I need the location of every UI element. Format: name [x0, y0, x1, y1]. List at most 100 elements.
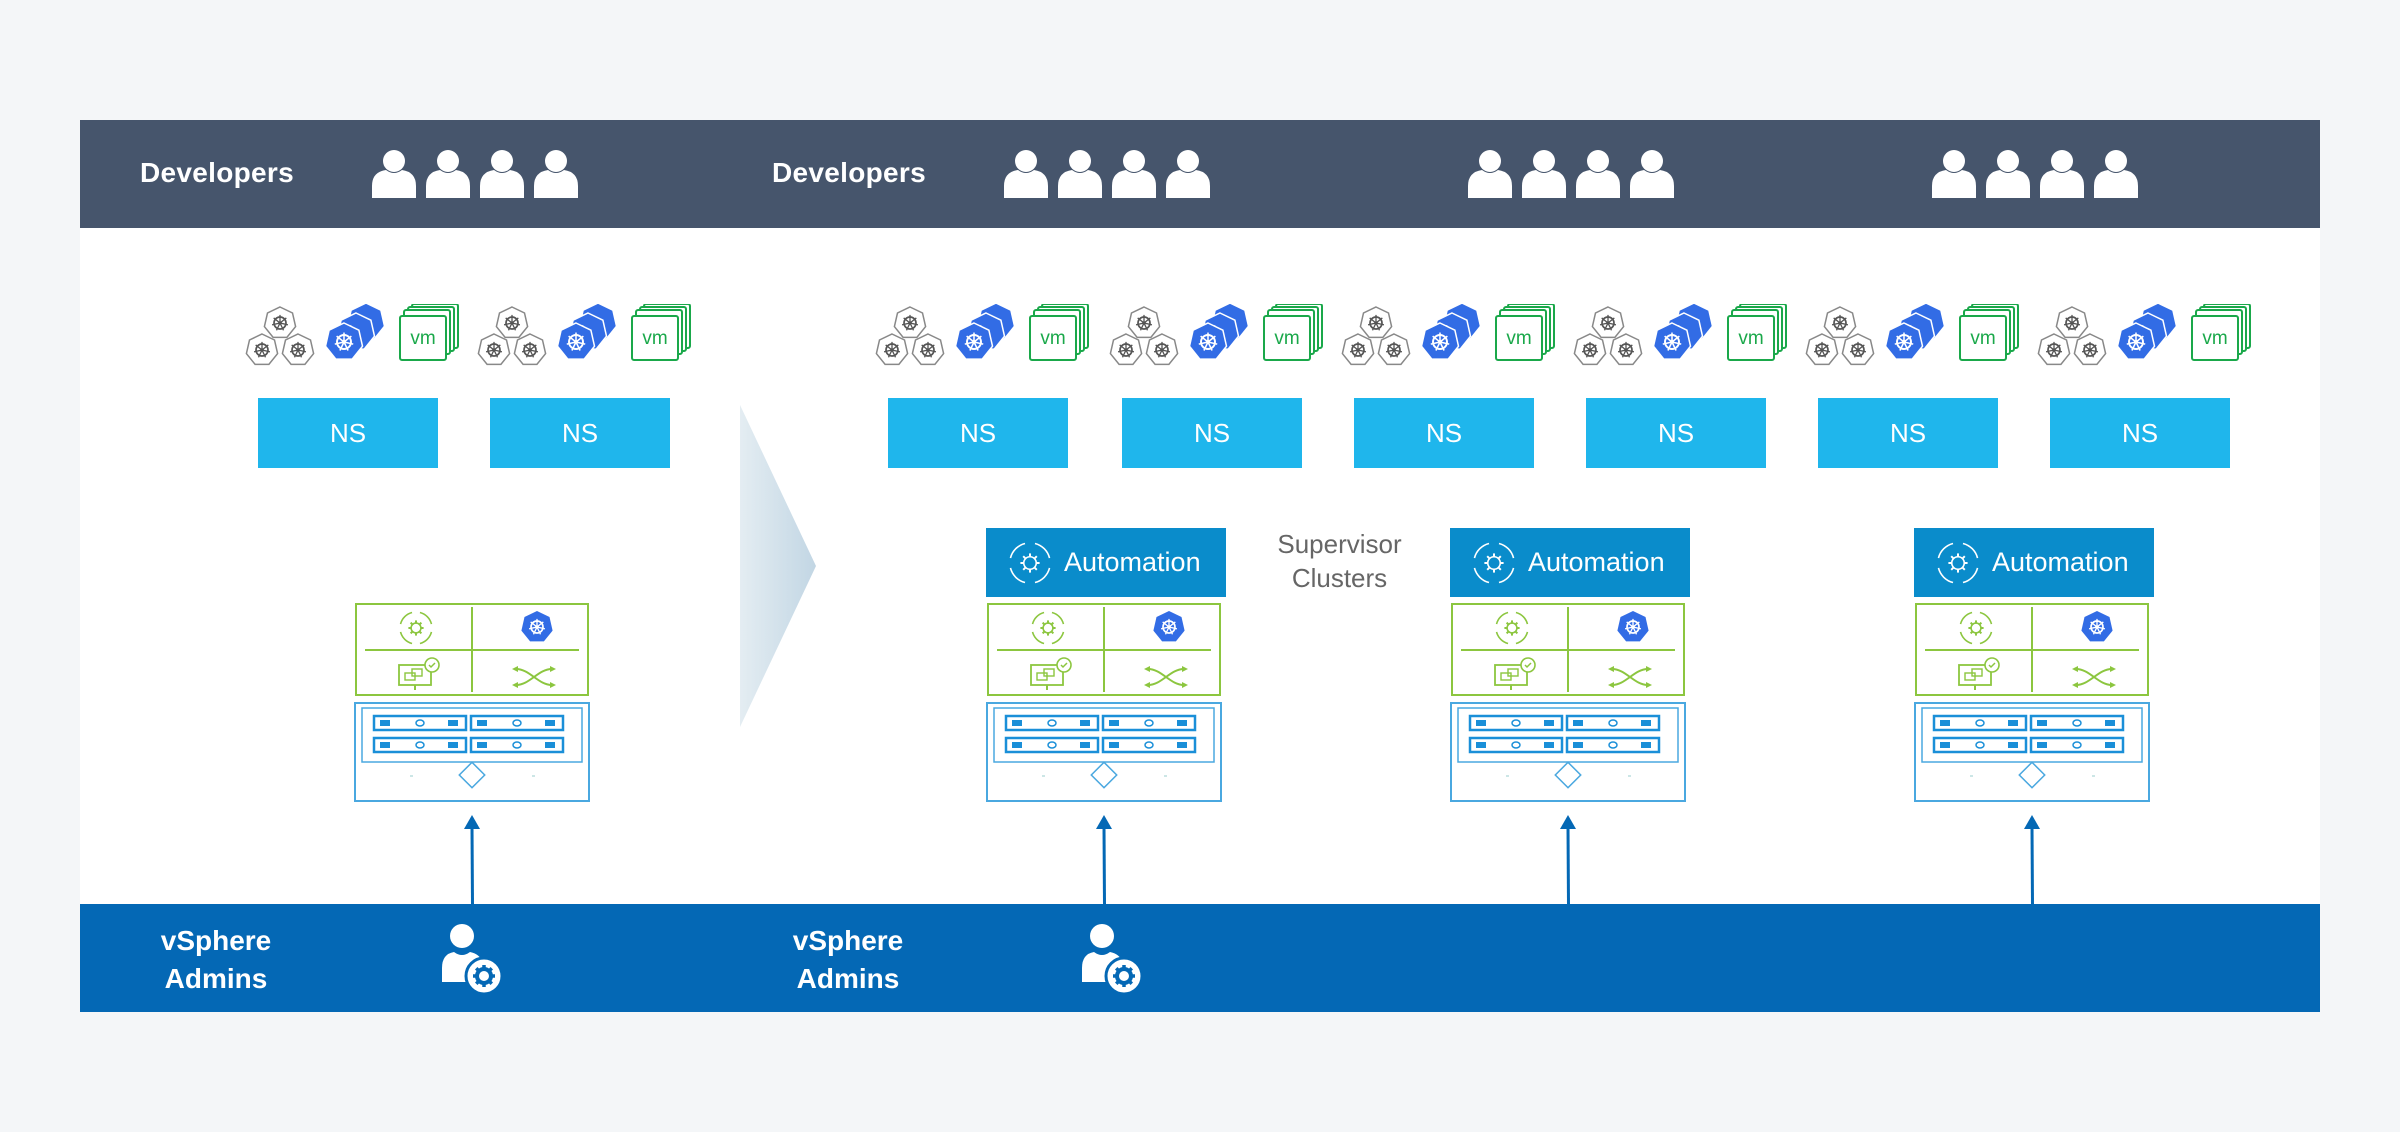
kubernetes-cluster-icon [476, 306, 548, 373]
kubernetes-cluster-icon [244, 306, 316, 373]
vm-stack-icon: vm [1495, 303, 1555, 361]
kubernetes-cluster-icon [1805, 306, 1875, 366]
pod-stack-icon [552, 302, 618, 369]
developer-person-icon [1576, 150, 1620, 198]
vm-stack-icon: vm [2190, 303, 2256, 369]
kubernetes-icon [517, 611, 557, 648]
kubernetes-icon [2077, 611, 2117, 648]
svg-text:vm: vm [2202, 328, 2227, 349]
esxi-hosts-box [354, 702, 590, 802]
network-crossover-icon [2072, 665, 2116, 694]
network-crossover-icon [1608, 665, 1652, 694]
kubernetes-cluster-icon [1109, 306, 1179, 366]
developer-person-icon [1932, 150, 1976, 198]
namespace-box: NS [888, 398, 1068, 468]
automation-cycle-icon [397, 609, 435, 652]
kubernetes-cluster-icon [1804, 306, 1876, 373]
namespace-box: NS [1586, 398, 1766, 468]
kubernetes-cluster-icon [477, 306, 547, 366]
kubernetes-cluster-icon [245, 306, 315, 366]
developers-label: Developers [772, 157, 926, 188]
svg-text:vm: vm [1506, 328, 1531, 349]
vm-stack-icon: vm [631, 303, 691, 361]
pod-stack-icon [1884, 302, 1946, 360]
developer-person-icon [2040, 150, 2084, 198]
vm-stack-icon: vm [1959, 303, 2019, 361]
pod-stack-icon [1420, 302, 1482, 360]
svg-text:vm: vm [1738, 328, 1763, 349]
pod-stack-icon [2116, 302, 2178, 360]
pod-stack-icon [2112, 302, 2178, 369]
vm-stack-icon: vm [630, 303, 696, 369]
developers-label: Developers [140, 157, 294, 188]
vsphere-admins-bar [80, 904, 2320, 1012]
vm-stack-icon: vm [399, 303, 459, 361]
kubernetes-cluster-icon [2036, 306, 2108, 373]
automation-cycle-icon [1473, 542, 1515, 583]
automation-label: Automation [1064, 547, 1201, 577]
transition-chevron-icon [740, 405, 816, 727]
pod-stack-icon [1652, 302, 1714, 360]
vm-stack-icon: vm [1726, 303, 1792, 369]
developer-person-icon [372, 150, 416, 198]
namespace-box: NS [490, 398, 670, 468]
kubernetes-cluster-icon [1340, 306, 1412, 373]
svg-text:vm: vm [1040, 328, 1065, 349]
network-crossover-icon [1144, 665, 1188, 694]
vm-stack-icon: vm [398, 303, 464, 369]
admin-gear-icon [1080, 924, 1144, 996]
supervisor-label-line2: Clusters [1291, 563, 1388, 593]
vm-stack-icon: vm [1028, 303, 1094, 369]
vsphere-admins-label: vSphere Admins [763, 922, 933, 998]
developer-person-icon [426, 150, 470, 198]
service-grid [1915, 603, 2149, 696]
kubernetes-icon [1149, 611, 1189, 648]
vm-stack-icon: vm [1494, 303, 1560, 369]
vsphere-admins-label: vSphere Admins [131, 922, 301, 998]
developer-person-icon [480, 150, 524, 198]
supervisor-clusters-label: Supervisor Clusters [1262, 527, 1417, 595]
svg-text:vm: vm [642, 328, 667, 349]
pod-stack-icon [324, 302, 386, 360]
vm-stack-icon: vm [2191, 303, 2251, 361]
supervisor-label-line1: Supervisor [1277, 529, 1402, 559]
namespace-box: NS [1354, 398, 1534, 468]
vm-stack-icon: vm [1029, 303, 1089, 361]
kubernetes-cluster-icon [1573, 306, 1643, 366]
developer-person-icon [1630, 150, 1674, 198]
kubernetes-icon [1613, 611, 1653, 648]
automation-cycle-icon [1937, 542, 1979, 583]
automation-cycle-icon [1029, 609, 1067, 652]
pod-stack-icon [1880, 302, 1946, 369]
developer-person-icon [1468, 150, 1512, 198]
automation-button: Automation [986, 528, 1226, 597]
esxi-hosts-box [1914, 702, 2150, 802]
namespace-box: NS [1818, 398, 1998, 468]
monitor-check-icon [1493, 657, 1537, 696]
monitor-check-icon [1957, 657, 2001, 696]
pod-stack-icon [320, 302, 386, 369]
namespace-box: NS [258, 398, 438, 468]
developer-person-icon [1166, 150, 1210, 198]
automation-label: Automation [1528, 547, 1665, 577]
esxi-hosts-box [1450, 702, 1686, 802]
monitor-check-icon [1029, 657, 1073, 696]
network-crossover-icon [512, 665, 556, 694]
monitor-check-icon [397, 657, 441, 696]
pod-stack-icon [1188, 302, 1250, 360]
up-arrow-icon [1094, 815, 1114, 906]
developer-person-icon [1522, 150, 1566, 198]
vm-stack-icon: vm [1958, 303, 2024, 369]
automation-button: Automation [1914, 528, 2154, 597]
vm-stack-icon: vm [1727, 303, 1787, 361]
vm-stack-icon: vm [1263, 303, 1323, 361]
up-arrow-icon [1558, 815, 1578, 906]
automation-cycle-icon [1957, 609, 1995, 652]
namespace-box: NS [2050, 398, 2230, 468]
admin-label-line2: Admins [164, 963, 268, 994]
developer-person-icon [1004, 150, 1048, 198]
admin-label-line1: vSphere [160, 925, 272, 956]
pod-stack-icon [950, 302, 1016, 369]
pod-stack-icon [954, 302, 1016, 360]
pod-stack-icon [1648, 302, 1714, 369]
